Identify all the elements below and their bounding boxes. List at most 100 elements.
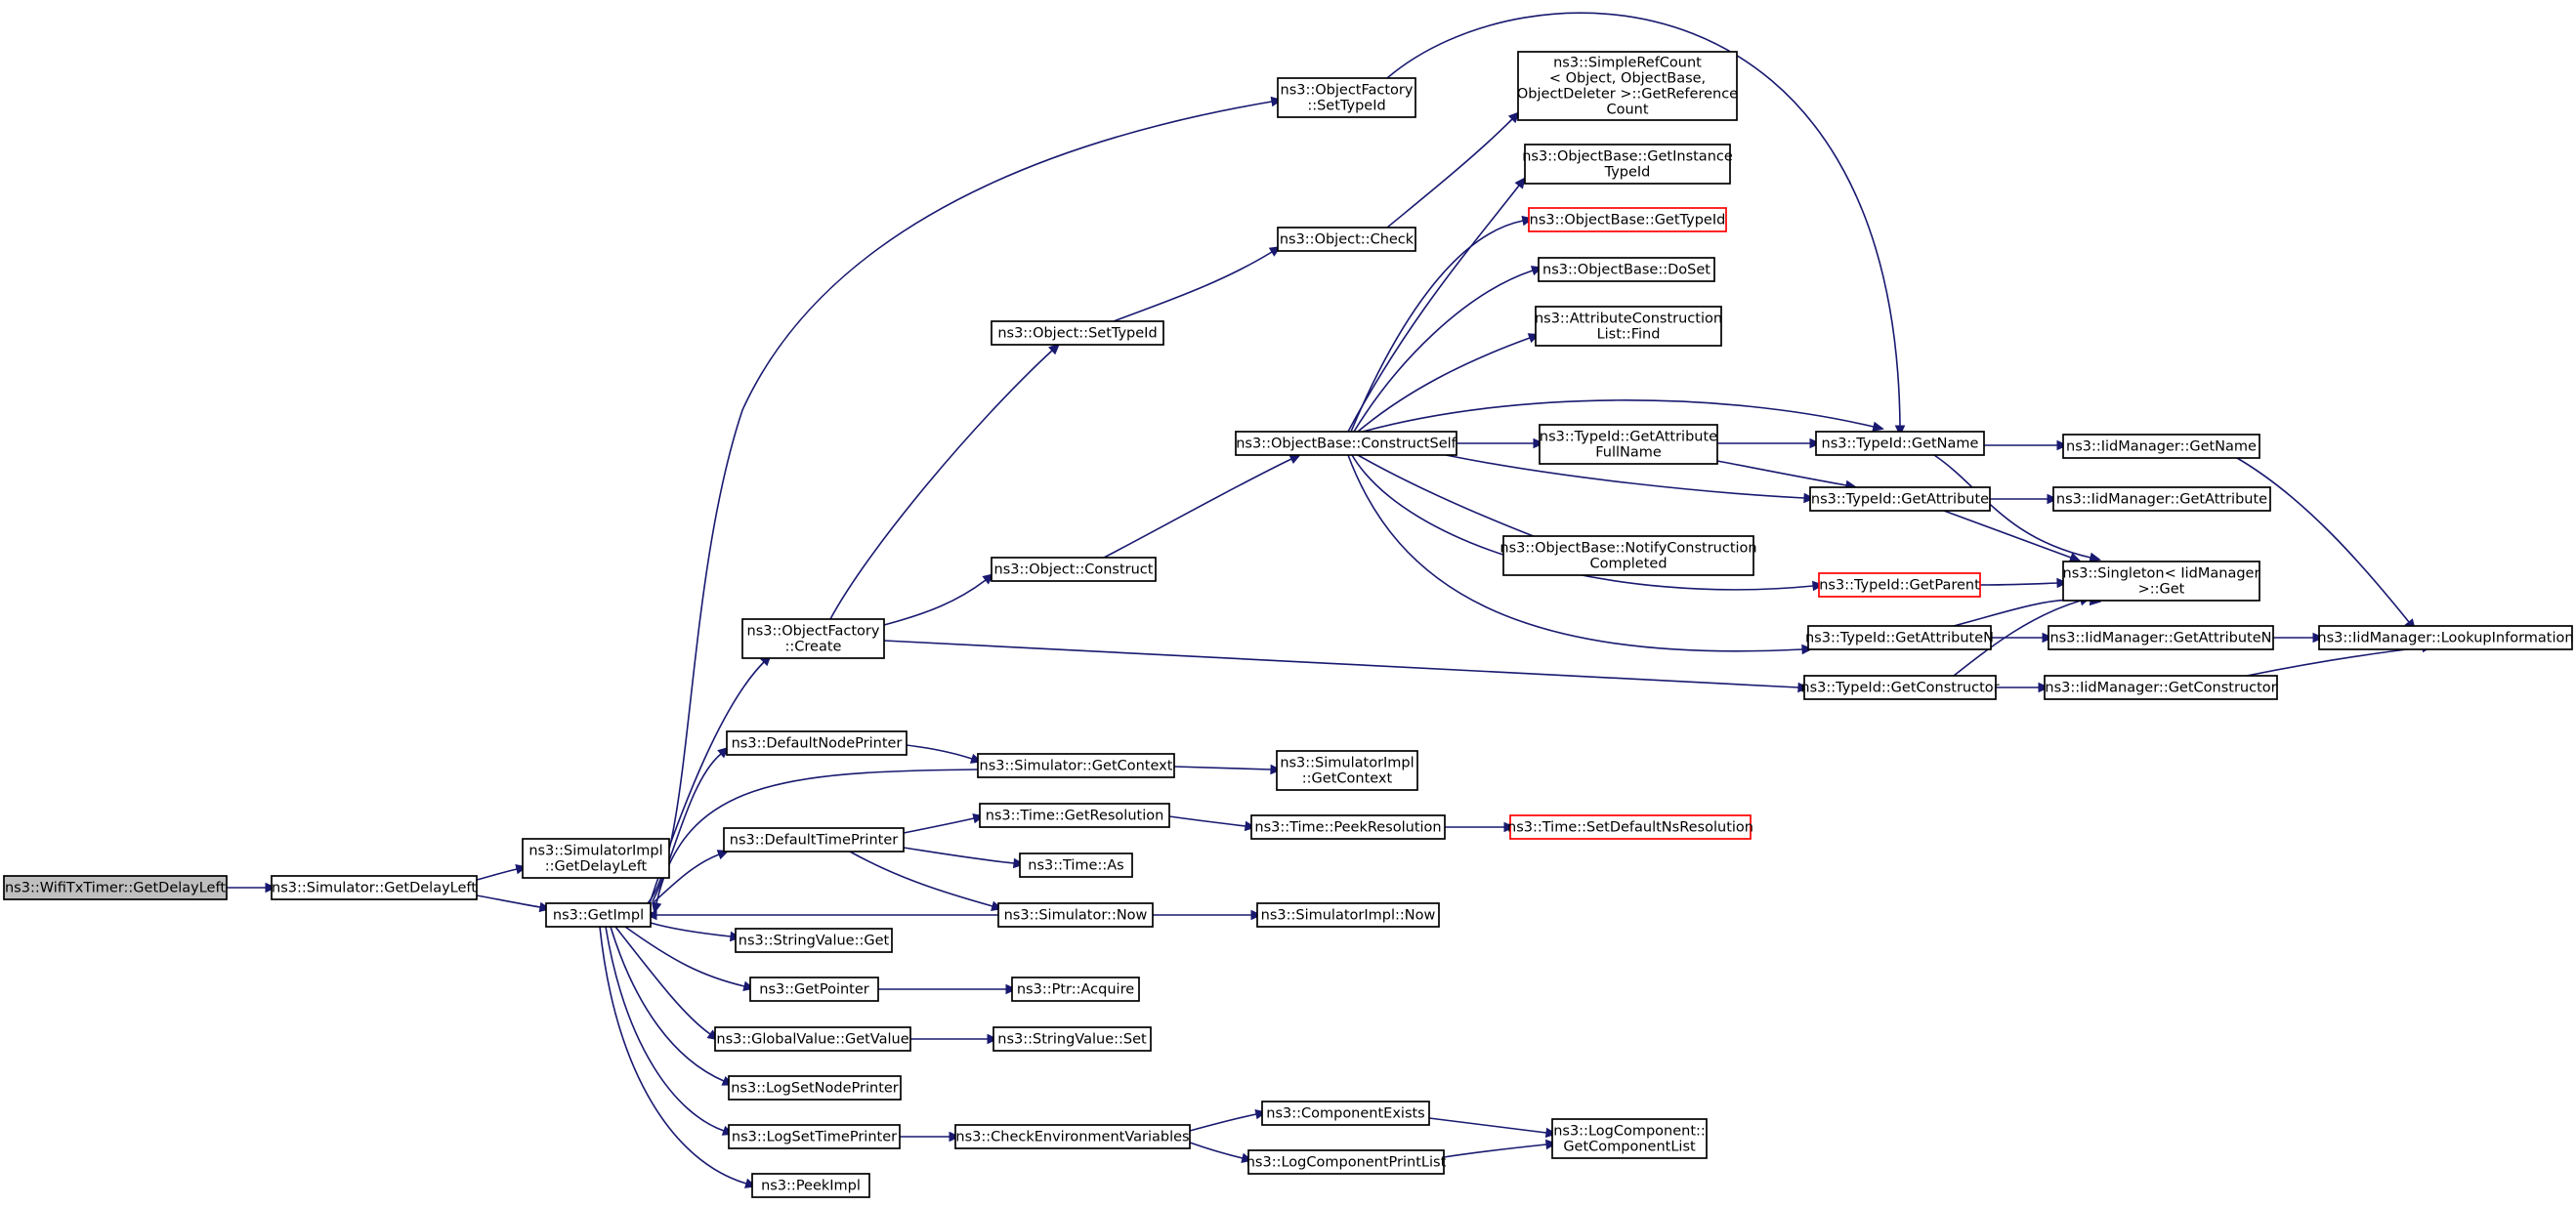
edge-logsettimeprinter-to-checkenvironmentvariables — [899, 1131, 961, 1143]
node-label: ns3::SimulatorImpl::Now — [1261, 908, 1436, 924]
node-defaulttimeprinter[interactable]: ns3::DefaultTimePrinter — [723, 827, 905, 853]
node-box — [1535, 306, 1722, 347]
node-singleton_get[interactable]: ns3::Singleton< IidManager>::Get — [2062, 561, 2260, 602]
node-componentexists[interactable]: ns3::ComponentExists — [1261, 1101, 1430, 1126]
node-defaultnodeprinter[interactable]: ns3::DefaultNodePrinter — [726, 730, 908, 756]
node-typeid_getname[interactable]: ns3::TypeId::GetName — [1815, 431, 1985, 456]
node-simulatorimpl_getcontext[interactable]: ns3::SimulatorImpl::GetContext — [1276, 750, 1418, 791]
node-time_peekresolution[interactable]: ns3::Time::PeekResolution — [1250, 814, 1446, 840]
node-box — [1538, 257, 1715, 282]
edge-getimpl-to-stringvalue_get — [650, 922, 742, 942]
node-simulator_now[interactable]: ns3::Simulator::Now — [997, 902, 1154, 928]
node-objectbase_notifyconstructioncompleted[interactable]: ns3::ObjectBase::NotifyConstructionCompl… — [1499, 535, 1757, 576]
node-logsettimeprinter[interactable]: ns3::LogSetTimePrinter — [728, 1124, 901, 1149]
edge-defaulttimeprinter-to-time_getresolution — [903, 812, 985, 834]
node-box — [751, 1173, 870, 1198]
node-box — [1517, 51, 1738, 121]
node-objectbase_gettypeid[interactable]: ns3::ObjectBase::GetTypeId — [1528, 207, 1727, 232]
node-box — [2318, 625, 2573, 650]
node-iidmanager_getattribute[interactable]: ns3::IidManager::GetAttribute — [2052, 486, 2271, 512]
node-box — [1551, 1118, 1708, 1159]
node-label: ::SetTypeId — [1307, 99, 1385, 114]
node-label: ns3::SimpleRefCount — [1553, 56, 1702, 71]
node-time_setdefaultnsresolution[interactable]: ns3::Time::SetDefaultNsResolution — [1507, 814, 1753, 840]
node-label: ns3::GlobalValue::GetValue — [716, 1032, 908, 1048]
node-objectbase_constructself[interactable]: ns3::ObjectBase::ConstructSelf — [1235, 431, 1457, 456]
node-label: ns3::Time::PeekResolution — [1254, 820, 1441, 836]
node-simulator_getdelayleft[interactable]: ns3::Simulator::GetDelayLeft — [271, 875, 478, 900]
node-label: ns3::Simulator::Now — [1004, 908, 1148, 924]
node-box — [1019, 853, 1133, 878]
edge-typeid_getattributefullname-to-typeid_getname — [1716, 437, 1822, 449]
node-label: ns3::Time::As — [1028, 858, 1123, 874]
node-label: ::Create — [785, 640, 842, 655]
node-objectfactory_create[interactable]: ns3::ObjectFactory::Create — [741, 618, 885, 659]
node-label: ObjectDeleter >::GetReference — [1517, 87, 1738, 103]
node-object_settypeid[interactable]: ns3::Object::SetTypeId — [991, 320, 1164, 346]
node-label: ns3::IidManager::GetAttributeN — [2049, 631, 2271, 646]
edge-simulator_now-to-simulatorimpl_now — [1153, 909, 1263, 921]
node-typeid_getattributen[interactable]: ns3::TypeId::GetAttributeN — [1805, 625, 1994, 650]
node-box — [728, 1075, 902, 1101]
edge-objectbase_constructself-to-typeid_getattributefullname — [1456, 437, 1545, 449]
node-box — [1247, 1149, 1445, 1175]
node-iidmanager_getattributen[interactable]: ns3::IidManager::GetAttributeN — [2048, 625, 2274, 650]
node-box — [1509, 814, 1752, 840]
node-time_getresolution[interactable]: ns3::Time::GetResolution — [979, 803, 1170, 828]
node-box — [1277, 227, 1416, 252]
node-stringvalue_set[interactable]: ns3::StringValue::Set — [992, 1026, 1152, 1052]
node-box — [1815, 431, 1985, 456]
edge-object_settypeid-to-object_check — [1113, 246, 1282, 322]
node-iidmanager_getname[interactable]: ns3::IidManager::GetName — [2062, 434, 2260, 459]
edge-iidmanager_getattributen-to-iidmanager_lookupinformation — [2273, 632, 2325, 644]
node-box — [1818, 572, 1981, 598]
node-wifitxtimer_getdelayleft[interactable]: ns3::WifiTxTimer::GetDelayLeft — [3, 875, 228, 900]
node-simplerefcount_getreferencecount[interactable]: ns3::SimpleRefCount< Object, ObjectBase,… — [1517, 51, 1738, 121]
node-logcomponent_getcomponentlist[interactable]: ns3::LogComponent::GetComponentList — [1551, 1118, 1708, 1159]
node-globalvalue_getvalue[interactable]: ns3::GlobalValue::GetValue — [714, 1026, 911, 1052]
node-typeid_getconstructor[interactable]: ns3::TypeId::GetConstructor — [1800, 675, 2000, 700]
node-ptr_acquire[interactable]: ns3::Ptr::Acquire — [1011, 977, 1140, 1002]
node-objectfactory_settypeid[interactable]: ns3::ObjectFactory::SetTypeId — [1277, 77, 1416, 118]
node-logsetnodeprinter[interactable]: ns3::LogSetNodePrinter — [728, 1075, 902, 1101]
node-box — [1528, 207, 1727, 232]
node-label: ns3::WifiTxTimer::GetDelayLeft — [5, 881, 226, 896]
node-box — [954, 1124, 1191, 1149]
edge-simulator_getcontext-to-getimpl — [651, 769, 979, 914]
node-peekimpl[interactable]: ns3::PeekImpl — [751, 1173, 870, 1198]
node-checkenvironmentvariables[interactable]: ns3::CheckEnvironmentVariables — [954, 1124, 1191, 1149]
node-typeid_getparent[interactable]: ns3::TypeId::GetParent — [1818, 572, 1981, 598]
node-stringvalue_get[interactable]: ns3::StringValue::Get — [735, 928, 893, 953]
node-iidmanager_lookupinformation[interactable]: ns3::IidManager::LookupInformation — [2317, 625, 2574, 650]
node-time_as[interactable]: ns3::Time::As — [1019, 853, 1133, 878]
node-getimpl[interactable]: ns3::GetImpl — [545, 902, 652, 928]
node-typeid_getattribute[interactable]: ns3::TypeId::GetAttribute — [1809, 486, 1991, 512]
node-box — [726, 730, 908, 756]
edge-time_getresolution-to-time_peekresolution — [1168, 815, 1257, 832]
node-simulatorimpl_now[interactable]: ns3::SimulatorImpl::Now — [1256, 902, 1440, 928]
node-simulatorimpl_getdelayleft[interactable]: ns3::SimulatorImpl::GetDelayLeft — [522, 838, 670, 879]
node-getpointer[interactable]: ns3::GetPointer — [749, 977, 879, 1002]
node-object_construct[interactable]: ns3::Object::Construct — [991, 557, 1157, 582]
node-simulator_getcontext[interactable]: ns3::Simulator::GetContext — [977, 753, 1175, 778]
node-object_check[interactable]: ns3::Object::Check — [1277, 227, 1416, 252]
edge-checkenvironmentvariables-to-componentexists — [1189, 1108, 1267, 1132]
edge-typeid_getattribute-to-iidmanager_getattribute — [1990, 493, 2059, 505]
edge-objectbase_constructself-to-objectbase_getinstancetypeid — [1347, 177, 1526, 433]
node-box — [1539, 424, 1718, 465]
edge-getimpl-to-logsetnodeprinter — [610, 926, 735, 1086]
node-box — [1502, 535, 1754, 576]
edge-objectbase_constructself-to-typeid_getname — [1362, 399, 1884, 433]
node-box — [1803, 675, 1997, 700]
node-objectbase_doset[interactable]: ns3::ObjectBase::DoSet — [1538, 257, 1715, 282]
node-logcomponentprintlist[interactable]: ns3::LogComponentPrintList — [1246, 1149, 1447, 1175]
edge-object_check-to-simplerefcount_getreferencecount — [1386, 111, 1520, 229]
node-label: ns3::CheckEnvironmentVariables — [955, 1130, 1189, 1145]
node-box — [2052, 486, 2271, 512]
node-iidmanager_getconstructor[interactable]: ns3::IidManager::GetConstructor — [2044, 675, 2278, 700]
node-box — [741, 618, 885, 659]
edge-defaulttimeprinter-to-time_as — [903, 847, 1026, 869]
